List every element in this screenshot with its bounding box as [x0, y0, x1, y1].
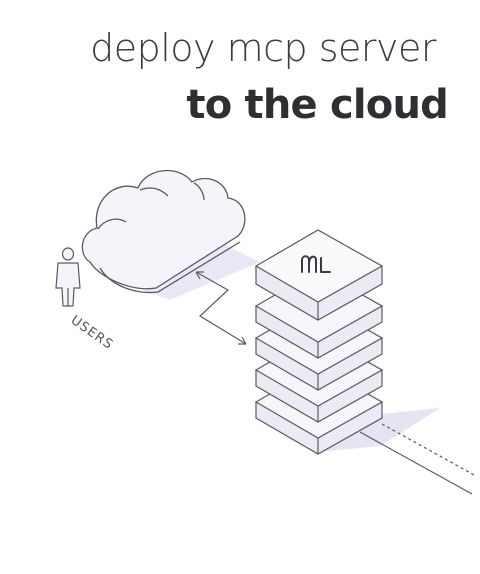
connection-arrow — [195, 271, 247, 345]
server-shadow — [318, 408, 440, 452]
user-figure-icon — [55, 247, 81, 307]
users-label: USERS — [68, 313, 116, 353]
heading-line2: to the cloud — [186, 82, 448, 128]
mcp-logo-icon — [301, 255, 331, 273]
cloud-icon — [81, 169, 246, 294]
server-stack — [254, 229, 384, 455]
server-unit-top — [254, 229, 384, 321]
network-cable — [359, 423, 477, 495]
heading-line1: deploy mcp server — [90, 26, 436, 70]
